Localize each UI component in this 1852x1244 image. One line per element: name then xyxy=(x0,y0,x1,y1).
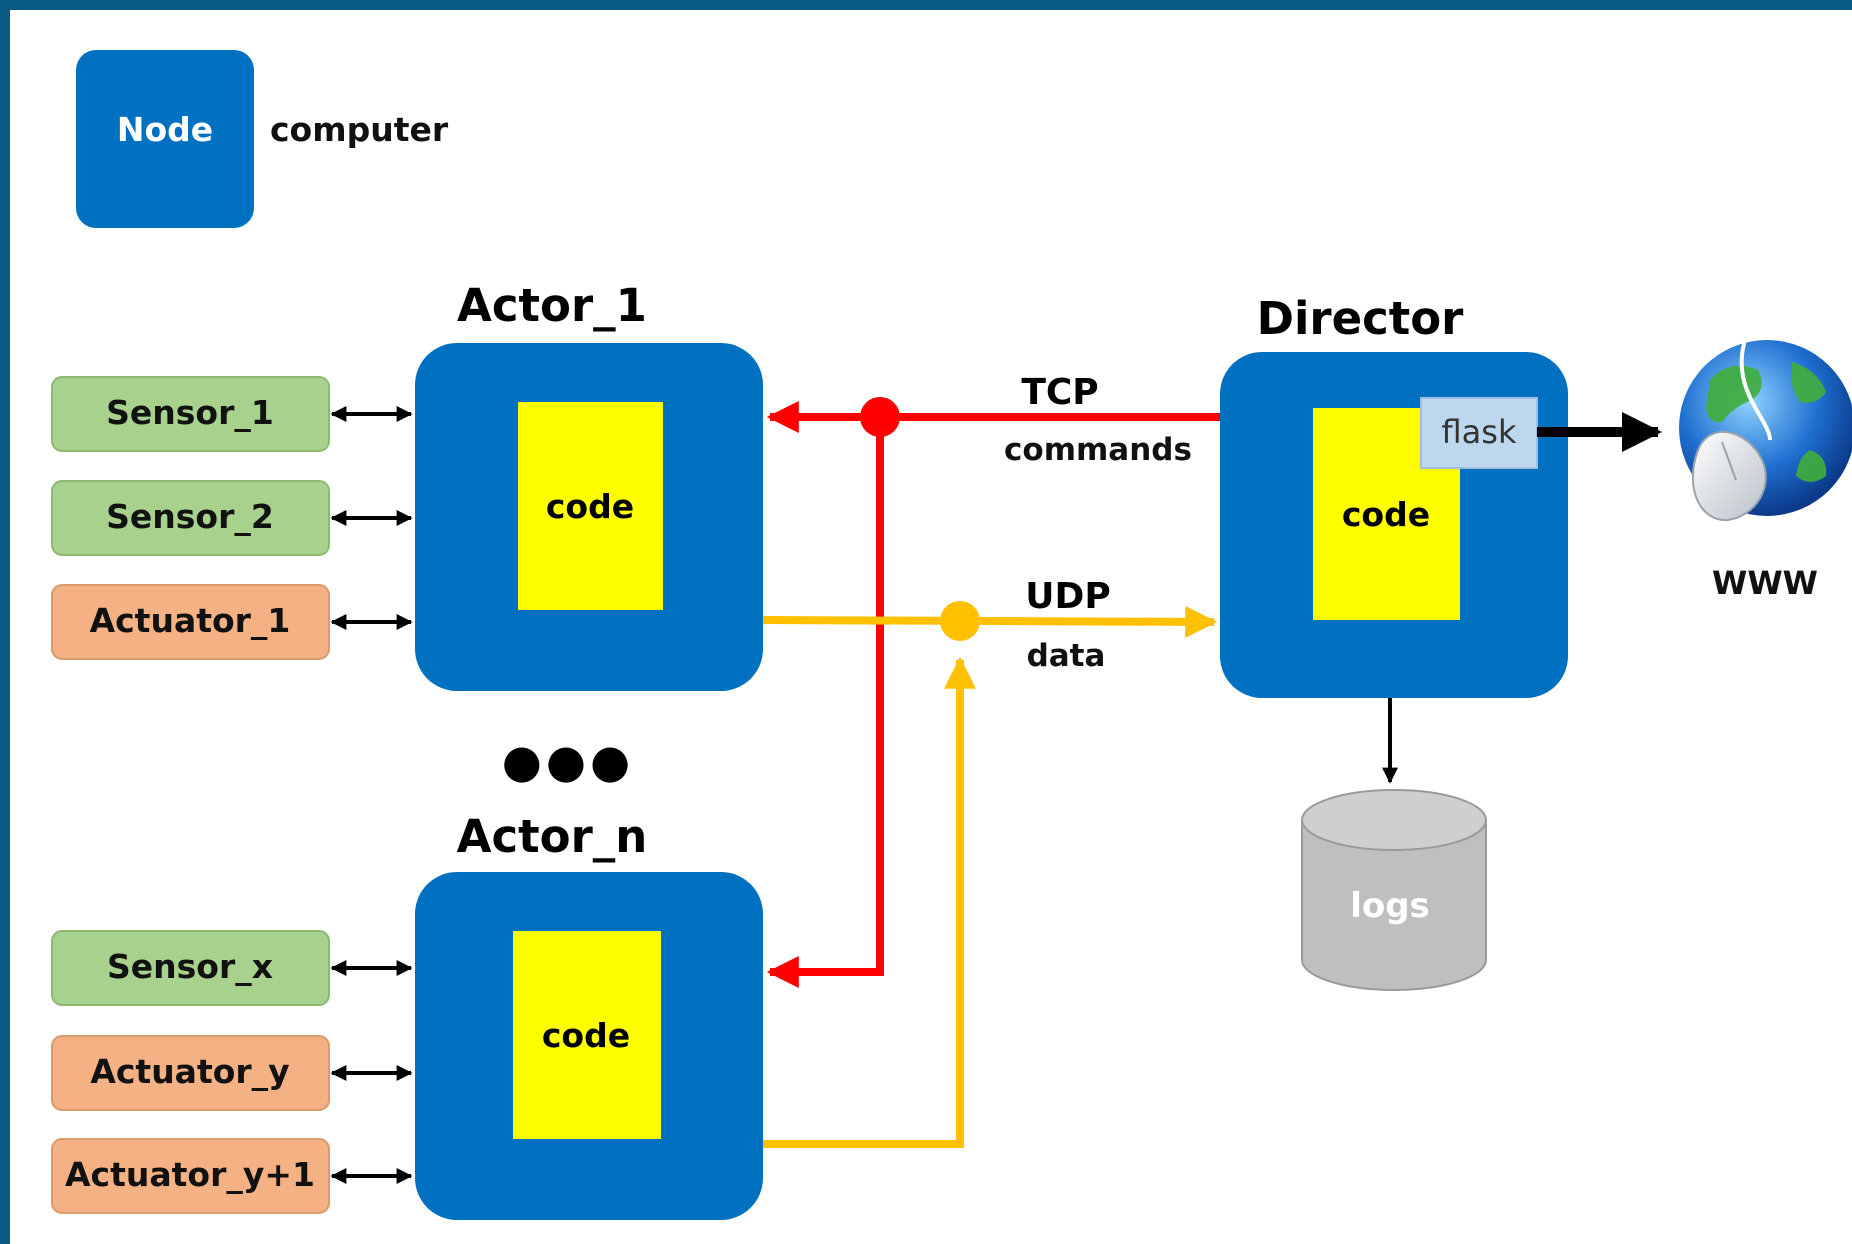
mouse-icon xyxy=(1691,431,1767,522)
ellipsis: ●●● xyxy=(502,734,634,788)
flask-box xyxy=(1420,397,1538,469)
actor-n-code-block xyxy=(513,931,661,1139)
actor-n: Actor_n code Sensor_x Actuator_y Actuato… xyxy=(51,810,763,1220)
udp-link: UDP data xyxy=(762,576,1218,1148)
flask-label: flask xyxy=(1442,413,1517,451)
actuator-y1-box xyxy=(51,1138,330,1214)
sensor-x-label: Sensor_x xyxy=(107,947,273,986)
legend-node-box xyxy=(76,50,254,228)
sensor-1-label: Sensor_1 xyxy=(106,393,274,432)
legend: Node computer xyxy=(76,50,449,228)
sensor-2-label: Sensor_2 xyxy=(106,497,274,536)
actor-n-title: Actor_n xyxy=(457,810,648,863)
director: Director code flask xyxy=(1220,292,1568,698)
architecture-diagram: Node computer Actor_1 code Sensor_1 Sens… xyxy=(10,10,1852,1244)
udp-to-director-arrow xyxy=(762,605,1218,638)
logs-label: logs xyxy=(1350,886,1430,926)
sensor-1-box xyxy=(51,376,330,452)
udp-protocol-label: UDP xyxy=(1025,576,1111,617)
actuator-1-label: Actuator_1 xyxy=(90,601,291,640)
tcp-to-actor-n-arrow xyxy=(766,417,884,988)
actor-1-title: Actor_1 xyxy=(457,279,647,332)
database-cylinder-icon: logs xyxy=(1301,789,1487,991)
legend-node-label: Node xyxy=(117,110,213,149)
legend-description: computer xyxy=(270,110,449,149)
actuator-y-box xyxy=(51,1035,330,1111)
tcp-commands-label: commands xyxy=(1004,432,1192,468)
actuator-y1-label: Actuator_y+1 xyxy=(65,1155,315,1194)
actor-n-code-label: code xyxy=(542,1016,630,1055)
tcp-protocol-label: TCP xyxy=(1021,372,1098,413)
diagram-svg: Node computer Actor_1 code Sensor_1 Sens… xyxy=(51,50,1852,1220)
director-code-label: code xyxy=(1342,495,1430,534)
udp-junction-dot xyxy=(940,601,980,641)
actor-1-code-block xyxy=(518,402,663,610)
tcp-junction-dot xyxy=(860,397,900,437)
globe-mouse-icon: WWW xyxy=(1679,339,1852,602)
actuator-y-label: Actuator_y xyxy=(90,1052,289,1091)
sensor-x-box xyxy=(51,930,330,1006)
actor-1: Actor_1 code Sensor_1 Sensor_2 Actuator_… xyxy=(51,279,763,691)
actuator-1-box xyxy=(51,584,330,660)
actor-1-code-label: code xyxy=(546,487,634,526)
sensor-2-box xyxy=(51,480,330,556)
tcp-link: TCP commands xyxy=(766,372,1220,988)
director-title: Director xyxy=(1257,292,1465,345)
udp-from-actor-n-line xyxy=(763,656,976,1148)
udp-data-label: data xyxy=(1027,638,1106,674)
www-label: WWW xyxy=(1712,564,1818,602)
